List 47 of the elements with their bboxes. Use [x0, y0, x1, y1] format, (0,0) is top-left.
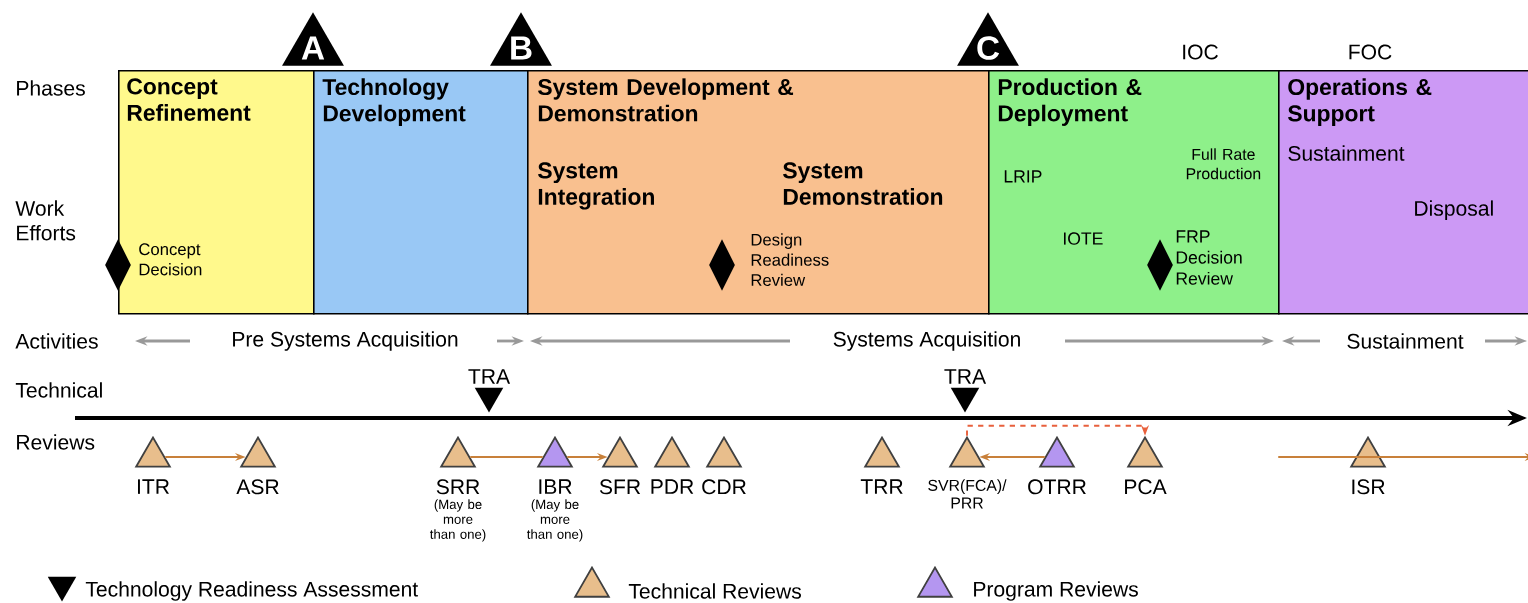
phase-title: Concept Refinement — [127, 78, 251, 121]
work-effort-label: IOTE — [1064, 232, 1103, 245]
row-label: Work Efforts — [15, 200, 76, 241]
row-label: Technical — [15, 382, 102, 398]
legend-label: Technology Readiness Assessment — [85, 581, 418, 601]
decision-label: Concept Decision — [139, 243, 202, 276]
work-effort-label: System Integration — [538, 162, 654, 210]
activity-label: Sustainment — [1347, 333, 1464, 349]
marker-label: TRA — [468, 369, 511, 384]
milestone-triangle: B — [490, 12, 552, 66]
work-effort-label: Full Rate Production — [1186, 148, 1261, 180]
review-label: PCA — [1125, 479, 1167, 495]
work-effort-label: System Demonstration — [783, 162, 943, 205]
milestone-label: IOC — [1183, 44, 1218, 60]
activity-label: Pre Systems Acquisition — [233, 331, 458, 351]
work-effort-label: Disposal — [1415, 200, 1493, 220]
phase-title: Technology Development — [322, 78, 466, 126]
work-effort-label: LRIP — [1004, 170, 1042, 183]
review-label: TRR — [860, 479, 903, 494]
review-label: PDR — [651, 479, 694, 494]
phase-title: Production & Deployment — [998, 78, 1142, 126]
phase-title: Operations & Support — [1288, 78, 1432, 126]
row-label: Activities — [15, 333, 98, 349]
work-effort-label: Sustainment — [1288, 145, 1405, 161]
review-label: ASR — [236, 479, 279, 495]
review-label: IBR — [539, 479, 572, 494]
legend-label: Technical Reviews — [628, 583, 801, 599]
review-label: SRR — [436, 479, 480, 495]
arrow — [966, 424, 1150, 437]
review-note: (May be more than one) — [527, 499, 583, 542]
row-label: Reviews — [17, 434, 95, 450]
phase-title: System Development & Demonstration — [538, 78, 794, 122]
review-label: CDR — [702, 479, 746, 495]
review-note: (May be more than one) — [430, 499, 486, 542]
milestone-triangle: C — [957, 12, 1019, 66]
marker-label: TRA — [944, 369, 987, 384]
decision-label: FRP Decision Review — [1176, 230, 1242, 285]
review-label: SVR(FCA)/ PRR — [928, 479, 1007, 509]
legend-label: Program Reviews — [974, 581, 1138, 601]
review-label: SFR — [599, 479, 641, 495]
review-label: ISR — [1352, 479, 1385, 495]
activity-label: Systems Acquisition — [833, 331, 1020, 351]
review-label: OTRR — [1028, 479, 1086, 495]
review-label: ITR — [137, 479, 169, 494]
decision-label: Design Readiness Review — [751, 233, 829, 287]
milestone-triangle: A — [282, 12, 344, 66]
row-label: Phases — [17, 80, 85, 96]
